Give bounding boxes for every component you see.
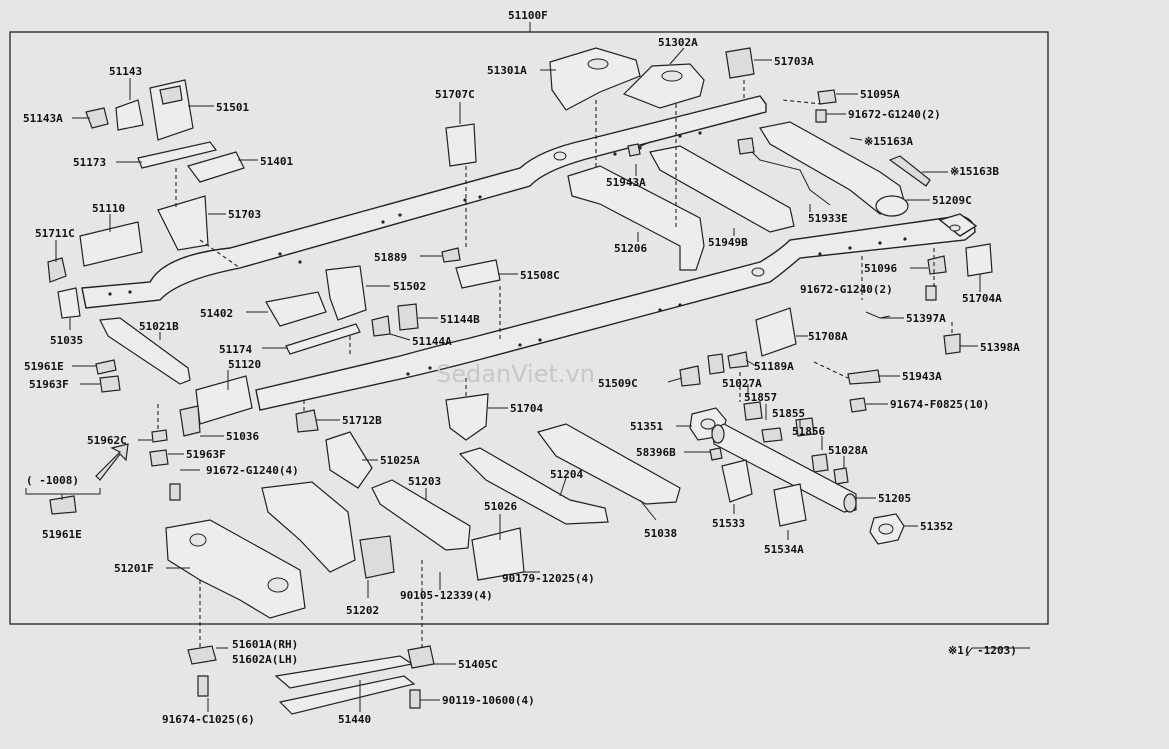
label-51035: 51035	[50, 334, 83, 347]
label-51963F: 51963F	[29, 378, 69, 391]
label-51962C: 51962C	[87, 434, 127, 447]
label-51963F-lower: 51963F	[186, 448, 226, 461]
label-51144A: 51144A	[412, 335, 452, 348]
label-90179-12025: 90179-12025(4)	[502, 572, 595, 585]
label-51028A: 51028A	[828, 444, 868, 457]
label-51201F: 51201F	[114, 562, 154, 575]
label-51857: 51857	[744, 391, 777, 404]
label-51036: 51036	[226, 430, 259, 443]
label-90119-10600: 90119-10600(4)	[442, 694, 535, 707]
label-51856: 51856	[792, 425, 825, 438]
label-51405C: 51405C	[458, 658, 498, 671]
label-51302A: 51302A	[658, 36, 698, 49]
label-91674-C1025: 91674-C1025(6)	[162, 713, 255, 726]
label-51711C: 51711C	[35, 227, 75, 240]
label-51143: 51143	[109, 65, 142, 78]
label-91672-G1240-2-right: 91672-G1240(2)	[800, 283, 893, 296]
label-footnote-1203: ※1( -1203)	[948, 644, 1017, 657]
label-51202: 51202	[346, 604, 379, 617]
label-51021B: 51021B	[139, 320, 179, 333]
label-51534A: 51534A	[764, 543, 804, 556]
label-51095A: 51095A	[860, 88, 900, 101]
label-51708A: 51708A	[808, 330, 848, 343]
label-51096: 51096	[864, 262, 897, 275]
label-51189A: 51189A	[754, 360, 794, 373]
label-51602A-LH: 51602A(LH)	[232, 653, 298, 666]
label-51703: 51703	[228, 208, 261, 221]
watermark: SedanViet.vn	[436, 360, 595, 388]
label-51704A: 51704A	[962, 292, 1002, 305]
label-91672-G1240-2-top: 91672-G1240(2)	[848, 108, 941, 121]
label-51209C: 51209C	[932, 194, 972, 207]
label-51943A-upper: 51943A	[606, 176, 646, 189]
label-51501: 51501	[216, 101, 249, 114]
label-51961E-lower: 51961E	[42, 528, 82, 541]
part-labels: 51143 51143A 51501 51173 51401 51110 517…	[23, 36, 1020, 726]
label-51038: 51038	[644, 527, 677, 540]
label-51533: 51533	[712, 517, 745, 530]
label-51889: 51889	[374, 251, 407, 264]
label-51949B: 51949B	[708, 236, 748, 249]
leader-lines	[25, 47, 1030, 712]
label-51204: 51204	[550, 468, 583, 481]
label-51933E: 51933E	[808, 212, 848, 225]
label-51601A-RH: 51601A(RH)	[232, 638, 298, 651]
label-51205: 51205	[878, 492, 911, 505]
label-51110: 51110	[92, 202, 125, 215]
label-15163B: ※15163B	[950, 165, 999, 178]
label-51509C: 51509C	[598, 377, 638, 390]
label-51352: 51352	[920, 520, 953, 533]
label-51397A: 51397A	[906, 312, 946, 325]
label-51144B: 51144B	[440, 313, 480, 326]
label-51173: 51173	[73, 156, 106, 169]
label-51402: 51402	[200, 307, 233, 320]
label-51143A: 51143A	[23, 112, 63, 125]
label-51943A-lower: 51943A	[902, 370, 942, 383]
label-51174: 51174	[219, 343, 252, 356]
part-shapes	[47, 47, 993, 715]
label-90105-12339: 90105-12339(4)	[400, 589, 493, 602]
label-51206: 51206	[614, 242, 647, 255]
label-51440: 51440	[338, 713, 371, 726]
label-51703A: 51703A	[774, 55, 814, 68]
label-51398A: 51398A	[980, 341, 1020, 354]
label-91672-G1240-4: 91672-G1240(4)	[206, 464, 299, 477]
label-51712B: 51712B	[342, 414, 382, 427]
diagram-title: 51100F	[508, 9, 548, 22]
label-date-range-1008: ( -1008)	[26, 474, 79, 487]
label-51961E: 51961E	[24, 360, 64, 373]
label-51704: 51704	[510, 402, 543, 415]
label-51027A: 51027A	[722, 377, 762, 390]
label-51508C: 51508C	[520, 269, 560, 282]
label-51026: 51026	[484, 500, 517, 513]
label-15163A: ※15163A	[864, 135, 913, 148]
frame-rails	[81, 95, 978, 411]
dashed-lines	[157, 80, 953, 650]
label-51301A: 51301A	[487, 64, 527, 77]
label-58396B: 58396B	[636, 446, 676, 459]
label-51025A: 51025A	[380, 454, 420, 467]
diagram-border	[9, 31, 1049, 625]
label-91674-F0825: 91674-F0825(10)	[890, 398, 989, 411]
label-51401: 51401	[260, 155, 293, 168]
label-51502: 51502	[393, 280, 426, 293]
label-51351: 51351	[630, 420, 663, 433]
label-51203: 51203	[408, 475, 441, 488]
label-51707C: 51707C	[435, 88, 475, 101]
label-51120: 51120	[228, 358, 261, 371]
label-51855: 51855	[772, 407, 805, 420]
